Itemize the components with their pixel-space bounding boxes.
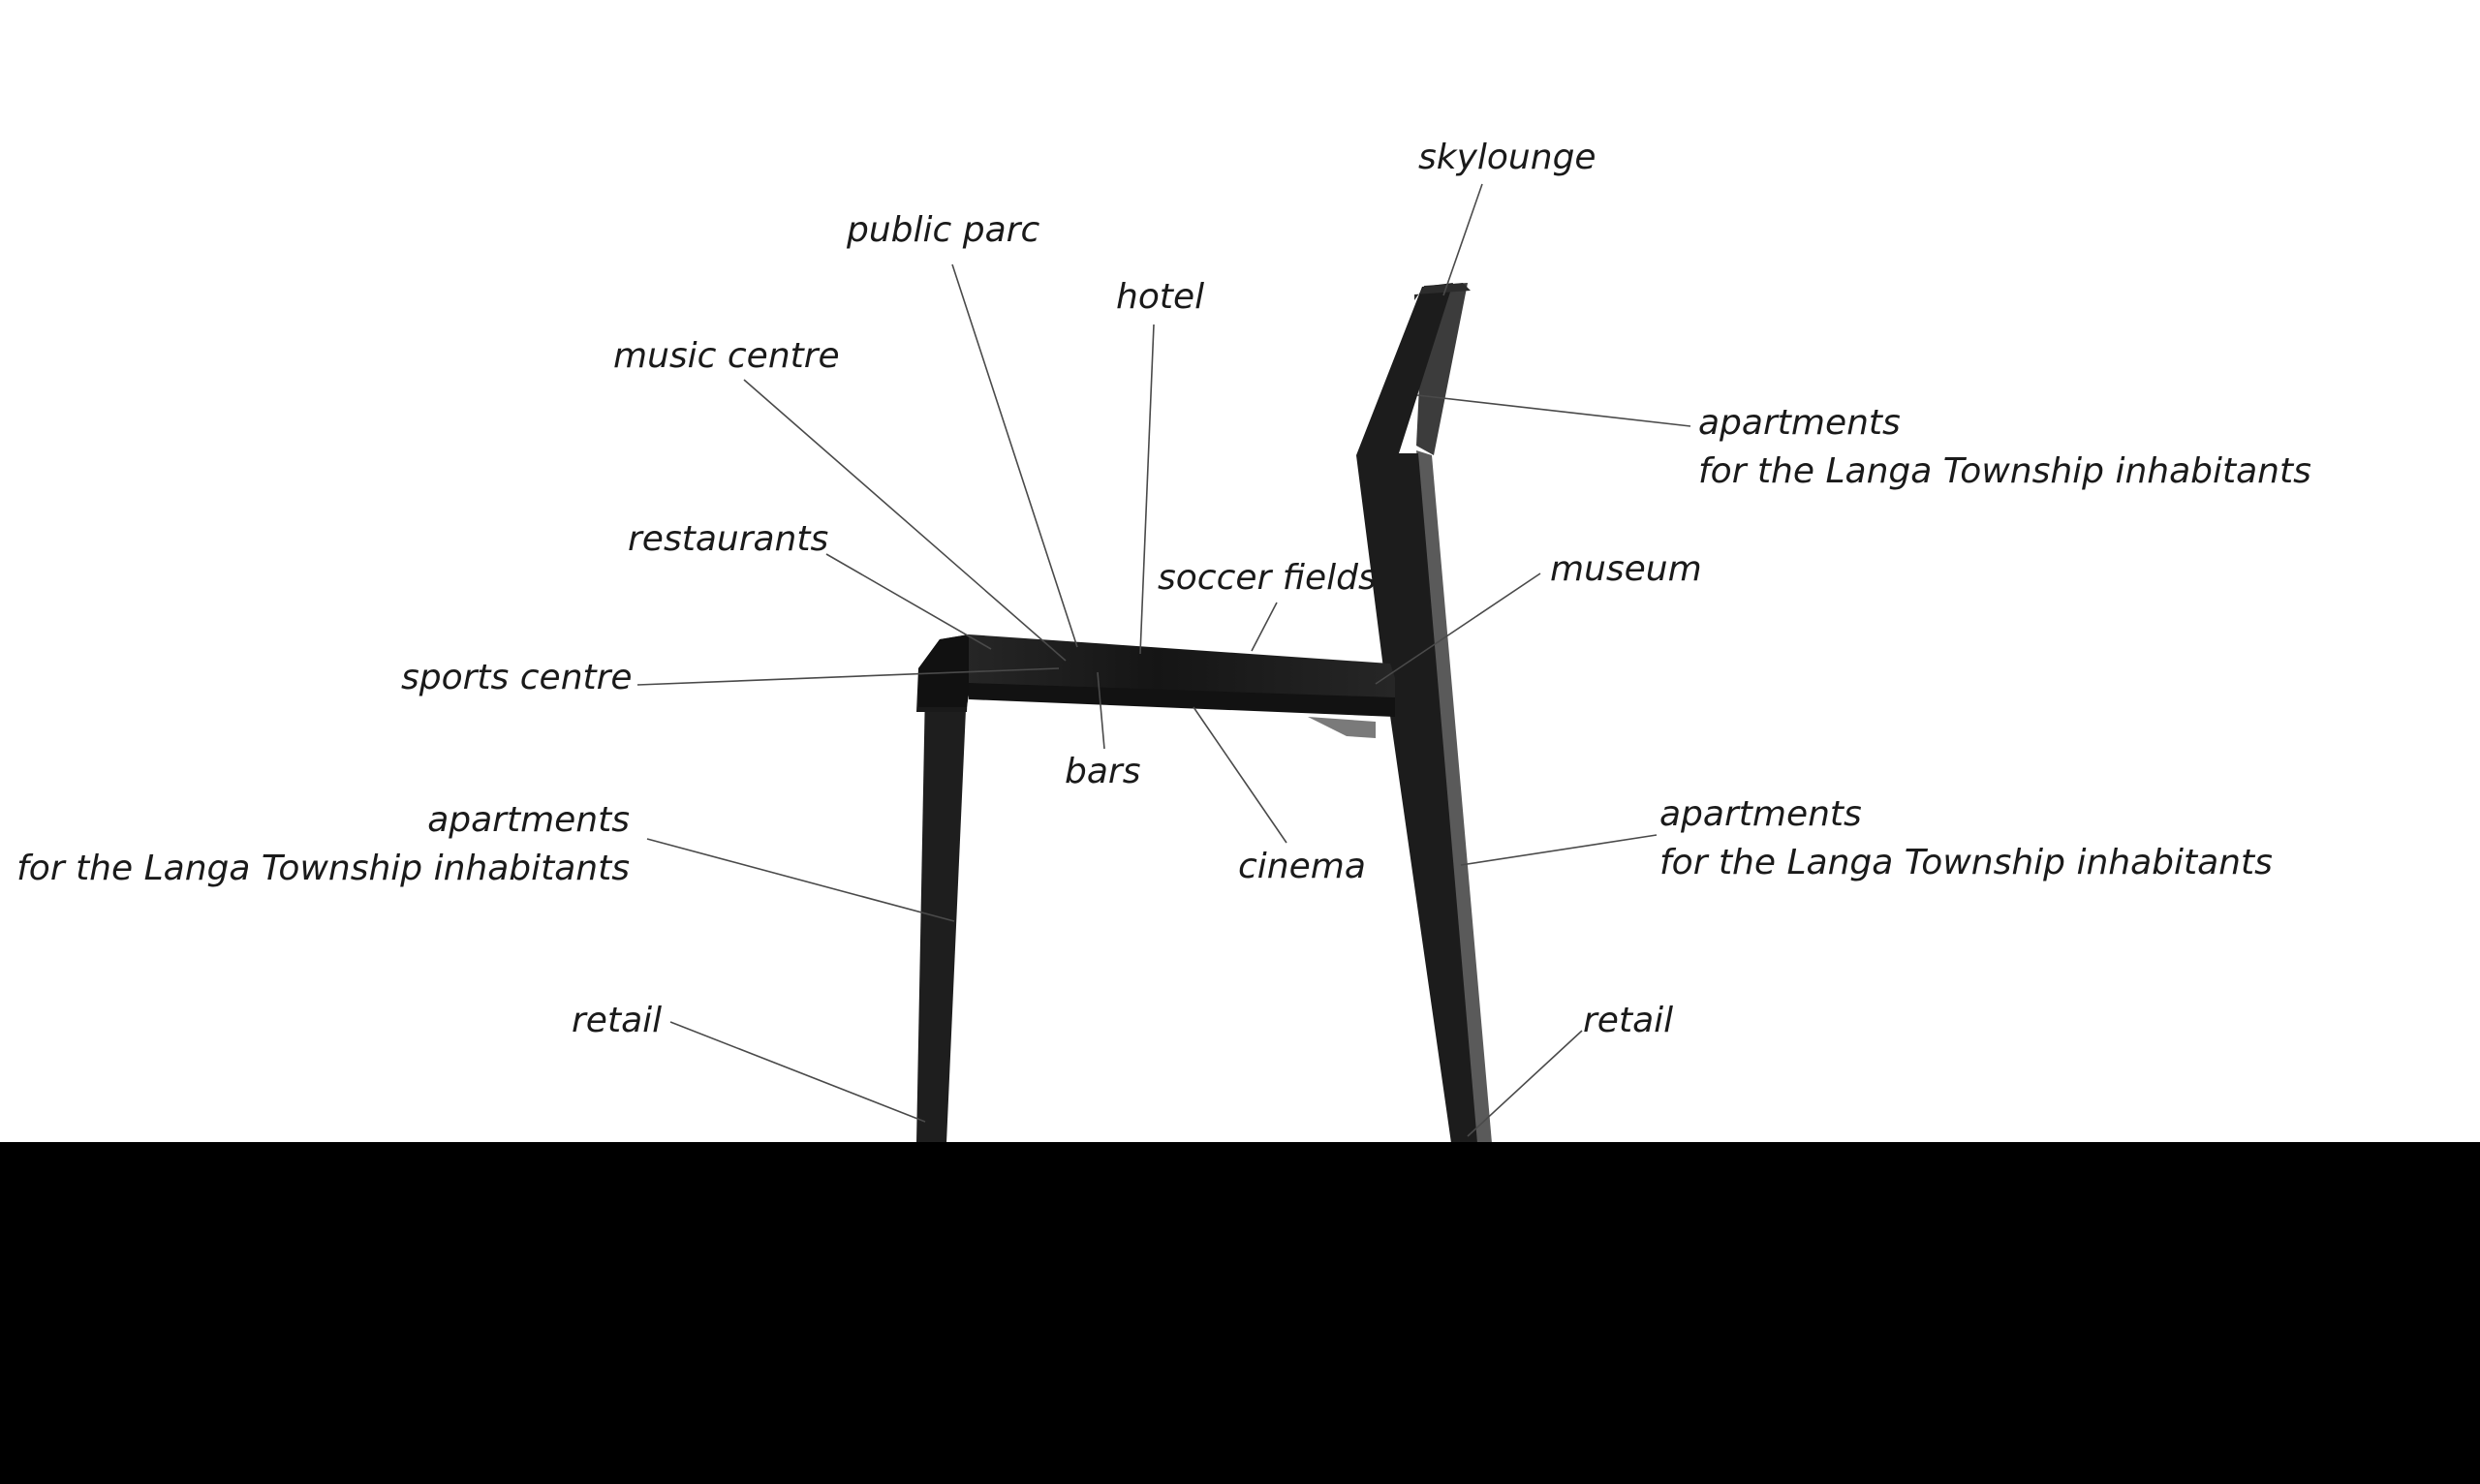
label-skylounge: skylounge bbox=[1418, 138, 1596, 177]
leader-apartments-left bbox=[646, 838, 955, 922]
label-apartments-right-line1: apartments bbox=[1659, 794, 1862, 834]
label-apartments-top-line2: for the Langa Township inhabitants bbox=[1698, 451, 2311, 491]
label-retail-left: retail bbox=[572, 1001, 663, 1040]
label-music-centre: music centre bbox=[613, 336, 840, 376]
leader-apartments-top bbox=[1416, 394, 1691, 427]
leader-museum bbox=[1375, 572, 1541, 685]
leader-retail-left bbox=[669, 1021, 926, 1123]
back-leg bbox=[1356, 283, 1477, 1143]
leader-skylounge bbox=[1442, 183, 1483, 296]
label-soccer-fields: soccer fields bbox=[1158, 558, 1377, 598]
front-leg bbox=[916, 688, 967, 1143]
leader-apartments-right bbox=[1460, 834, 1658, 866]
label-bars: bars bbox=[1065, 752, 1141, 791]
back-leg-shade bbox=[1416, 450, 1492, 1143]
label-sports-centre: sports centre bbox=[401, 658, 633, 697]
leader-hotel bbox=[1139, 324, 1155, 655]
leader-retail-right bbox=[1467, 1030, 1583, 1137]
leader-cinema bbox=[1193, 706, 1287, 844]
label-apartments-top: apartments for the Langa Township inhabi… bbox=[1698, 399, 2311, 496]
label-apartments-left-line2: for the Langa Township inhabitants bbox=[16, 849, 630, 888]
label-retail-right: retail bbox=[1583, 1001, 1674, 1040]
leader-music-centre bbox=[743, 379, 1067, 662]
leader-bars bbox=[1097, 671, 1105, 750]
label-hotel: hotel bbox=[1116, 277, 1205, 317]
label-apartments-right: apartments for the Langa Township inhabi… bbox=[1659, 790, 2273, 887]
leader-sports-centre bbox=[636, 667, 1060, 686]
label-apartments-top-line1: apartments bbox=[1698, 403, 1901, 443]
leader-lines bbox=[636, 183, 1691, 1137]
leader-public-parc bbox=[951, 263, 1078, 648]
label-apartments-left: apartments for the Langa Township inhabi… bbox=[16, 796, 630, 893]
leader-soccer-fields bbox=[1251, 602, 1278, 652]
label-cinema: cinema bbox=[1238, 847, 1366, 886]
backrest-upper bbox=[1414, 283, 1471, 300]
label-public-parc: public parc bbox=[847, 210, 1040, 250]
label-apartments-left-line1: apartments bbox=[427, 800, 630, 840]
ground-block bbox=[0, 1142, 2480, 1484]
label-restaurants: restaurants bbox=[628, 519, 829, 559]
seat-bracket bbox=[1308, 717, 1376, 738]
leader-restaurants bbox=[825, 553, 992, 650]
label-museum: museum bbox=[1550, 549, 1702, 589]
seat-rail bbox=[969, 683, 1395, 717]
seat-edge bbox=[918, 634, 969, 707]
label-apartments-right-line2: for the Langa Township inhabitants bbox=[1659, 843, 2273, 882]
